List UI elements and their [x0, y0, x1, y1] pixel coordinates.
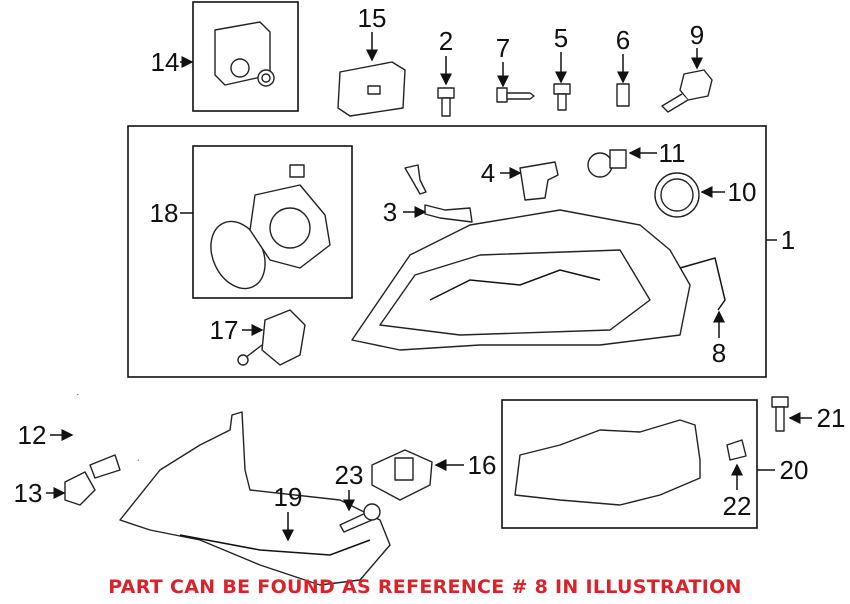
bulb-9 [661, 69, 713, 113]
screw-small [404, 164, 427, 195]
motor-17 [237, 309, 306, 366]
callout-10: 10 [728, 177, 757, 207]
box-part-18 [192, 145, 353, 299]
callout-11: 11 [659, 138, 686, 168]
bolt-5 [553, 83, 571, 111]
control-module-15 [337, 61, 406, 117]
bracket-3 [424, 204, 473, 223]
bolt-23 [339, 503, 381, 533]
callout-7: 7 [496, 33, 510, 63]
callout-6: 6 [616, 25, 630, 55]
callout-19: 19 [274, 482, 303, 512]
callout-15: 15 [358, 3, 387, 33]
module-16 [371, 449, 433, 501]
screw-7 [496, 87, 535, 103]
callout-4: 4 [481, 158, 495, 188]
bulb-11 [587, 149, 627, 178]
callout-3: 3 [383, 197, 397, 227]
callout-9: 9 [690, 20, 704, 50]
bolt-2 [437, 87, 455, 117]
headlight-housing [351, 209, 726, 351]
adjuster-18 [210, 164, 331, 290]
callout-2: 2 [439, 26, 453, 56]
callout-23: 23 [335, 460, 364, 490]
clip-6 [616, 83, 630, 107]
callout-5: 5 [554, 23, 568, 53]
bolt-21 [771, 396, 789, 432]
leader-lines [46, 32, 812, 542]
reference-note: PART CAN BE FOUND AS REFERENCE # 8 IN IL… [108, 576, 742, 598]
callout-1: 1 [781, 225, 795, 255]
sensor-13 [64, 454, 121, 506]
callout-17: 17 [210, 315, 239, 345]
callout-18: 18 [150, 198, 179, 228]
hose-12 [76, 394, 140, 462]
bracket-19 [119, 411, 391, 586]
callout-21: 21 [817, 403, 846, 433]
ballast-module-14 [214, 21, 275, 87]
box-headlight-assembly [127, 125, 767, 378]
callout-14: 14 [151, 47, 180, 77]
callout-20: 20 [780, 455, 809, 485]
seal-10 [654, 172, 700, 218]
bracket-20 [514, 419, 701, 506]
box-part-20 [501, 399, 758, 529]
callout-16: 16 [468, 450, 497, 480]
callout-12: 12 [18, 420, 47, 450]
callout-13: 13 [14, 478, 43, 508]
clip-22 [726, 439, 747, 461]
callout-8: 8 [712, 338, 726, 368]
connector-4 [519, 161, 559, 201]
callout-22: 22 [723, 491, 752, 521]
